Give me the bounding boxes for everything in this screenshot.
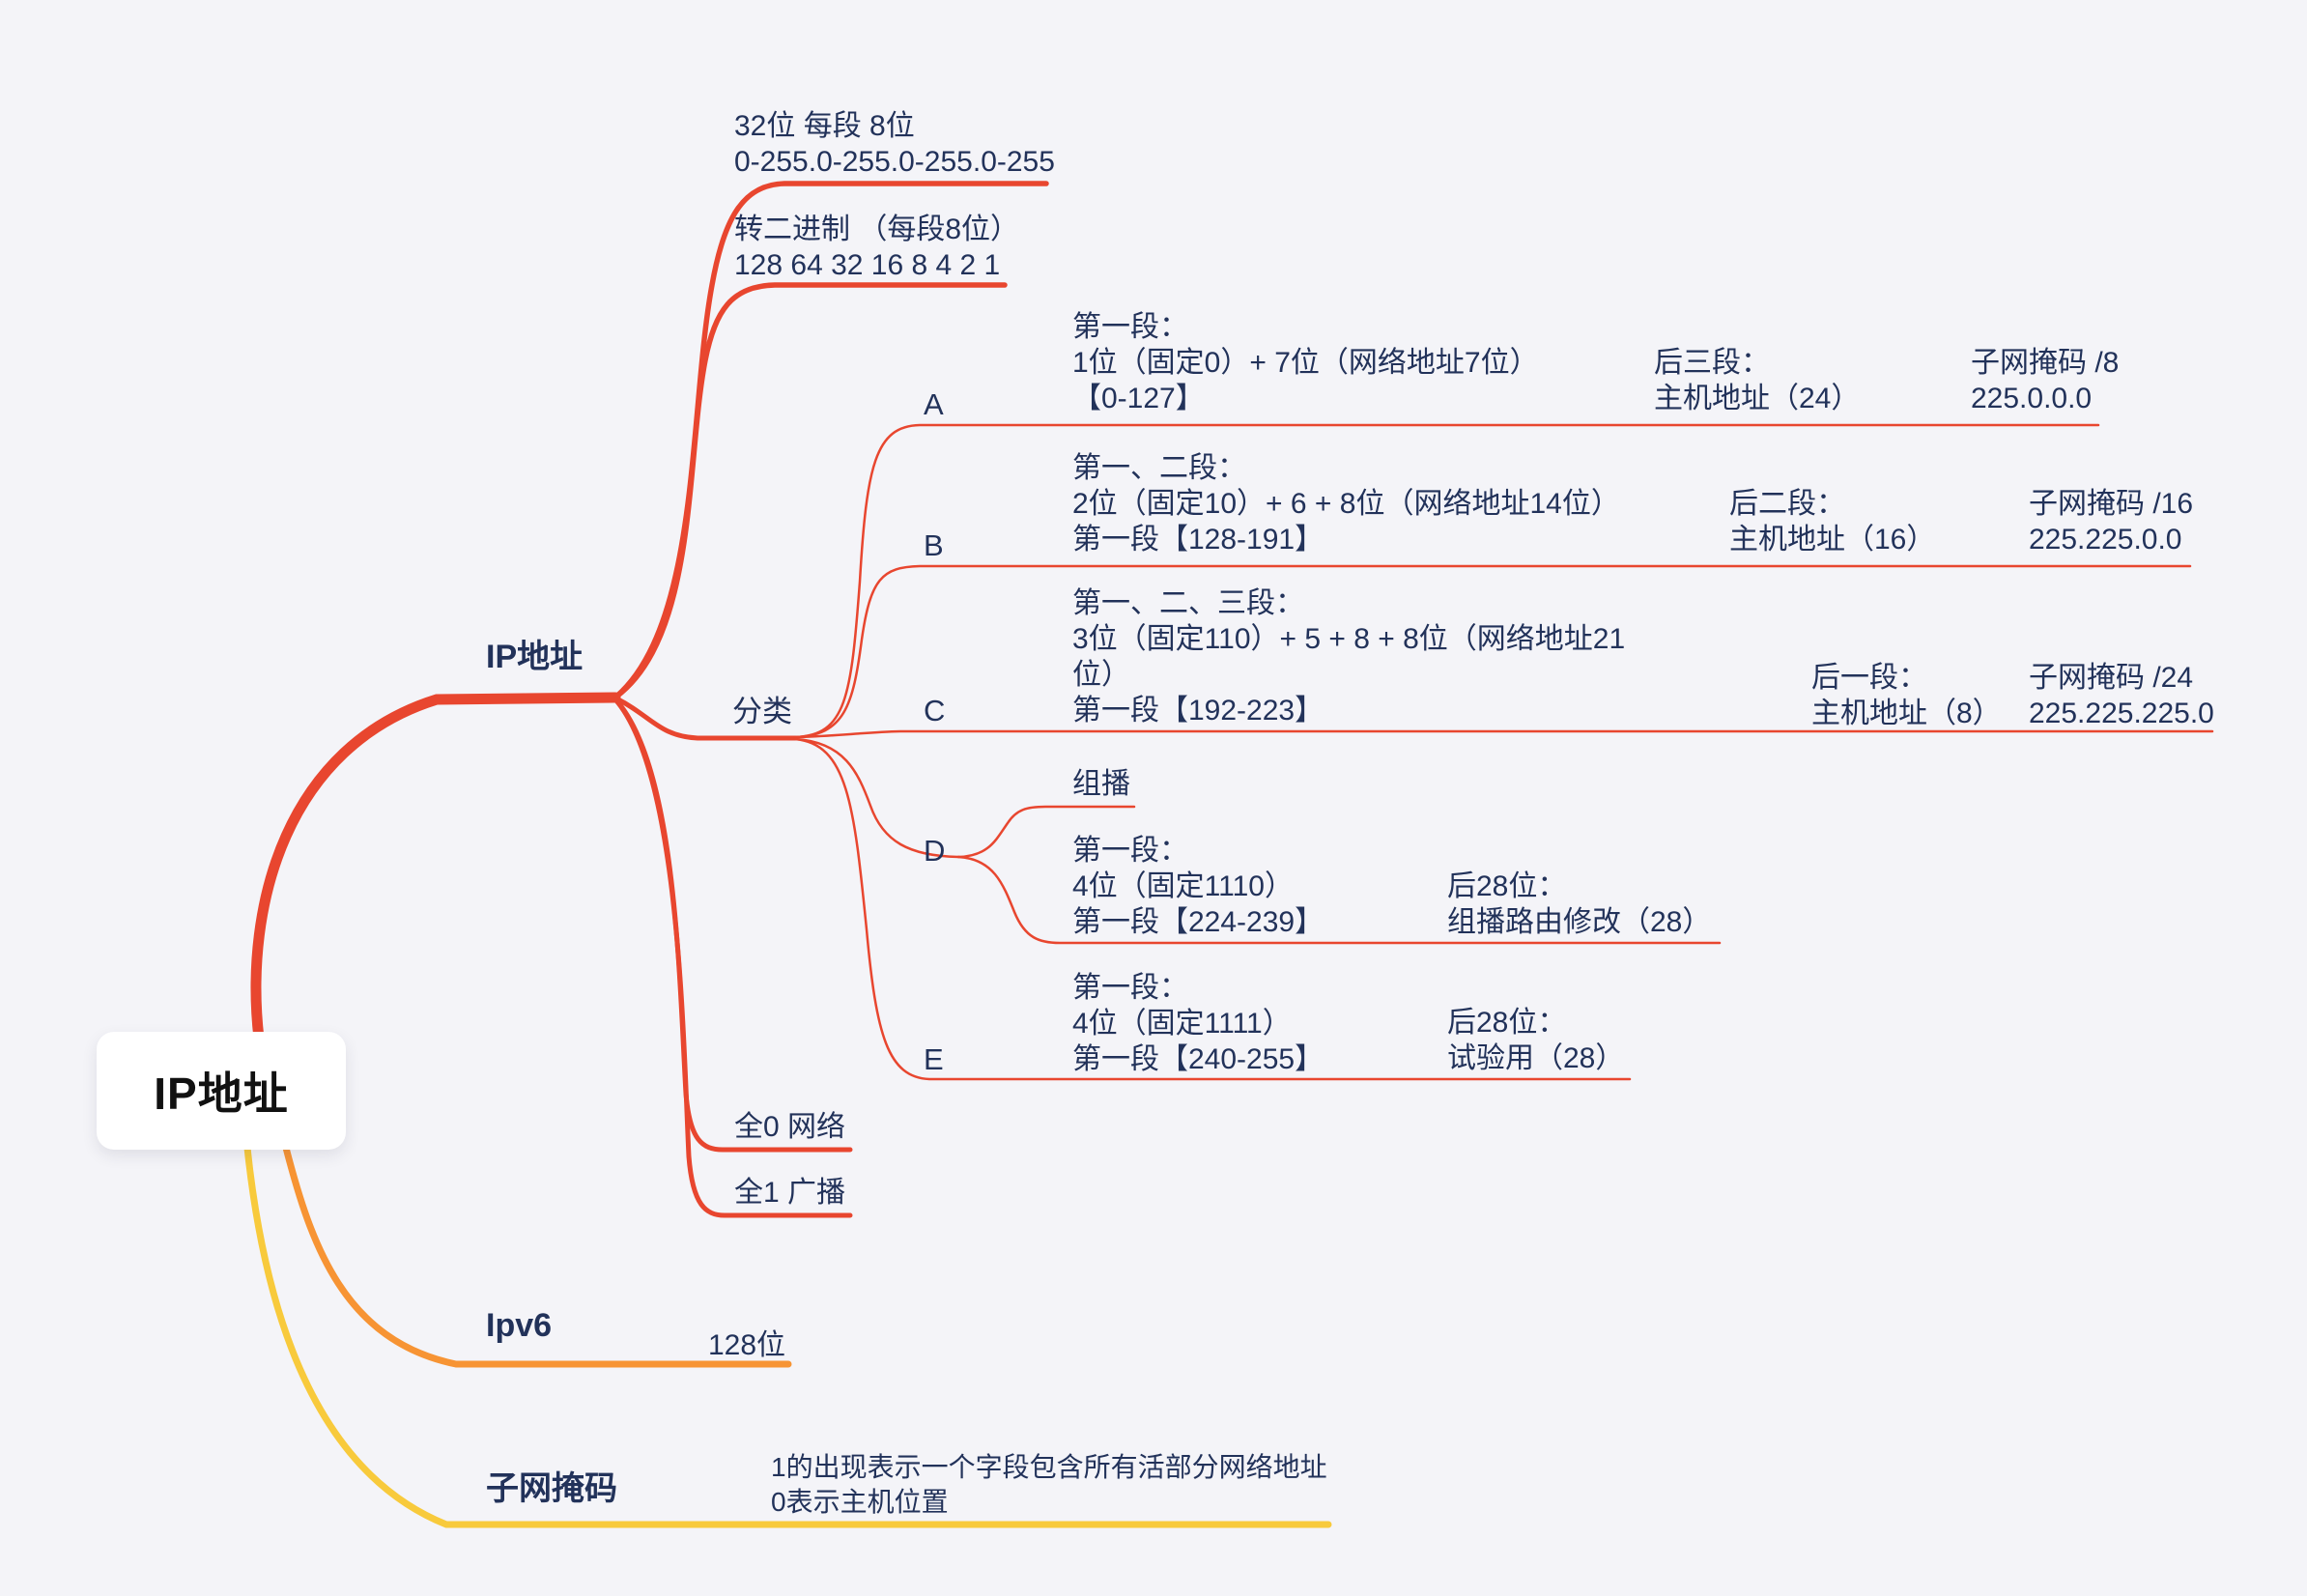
ip-branch-label: IP地址: [486, 639, 584, 675]
node-class-b[interactable]: B: [924, 527, 944, 563]
branch-d-to-multicast: [956, 805, 1136, 859]
class-a-host-line1: 后三段：: [1654, 347, 1770, 379]
branch-classify-to-e: [793, 737, 1632, 1081]
class-b-line2: 2位（固定10）+ 6 + 8位（网络地址14位）: [1072, 488, 1620, 520]
class-d-host-line1: 后28位：: [1447, 870, 1567, 902]
class-e-host-line2: 试验用（28）: [1447, 1042, 1625, 1074]
class-b-line1: 第一、二段：: [1072, 452, 1246, 484]
class-c-key: C: [924, 694, 946, 727]
class-b-line3: 第一段【128-191】: [1072, 524, 1324, 556]
binary-line2: 128 64 32 16 8 4 2 1: [734, 249, 1001, 281]
branch-ip-to-bits: [613, 181, 1049, 699]
branch-ip-to-broadcast: [612, 697, 853, 1218]
class-a-host-line2: 主机地址（24）: [1654, 383, 1861, 414]
subnet-mask-desc-line1: 1的出现表示一个字段包含所有活部分网络地址: [771, 1452, 1327, 1482]
node-class-a-mask[interactable]: 子网掩码 /8 225.0.0.0: [1971, 345, 2119, 416]
broadcast-label: 全1 广播: [734, 1177, 846, 1209]
class-c-line1: 第一、二、三段：: [1072, 587, 1304, 619]
class-d-key: D: [924, 834, 946, 868]
node-class-c-host[interactable]: 后一段： 主机地址（8）: [1811, 660, 2002, 731]
class-a-mask-line2: 225.0.0.0: [1971, 383, 2093, 414]
zero-network-label: 全0 网络: [734, 1111, 846, 1143]
subnet-mask-label: 子网掩码: [486, 1470, 617, 1507]
node-broadcast[interactable]: 全1 广播: [734, 1175, 845, 1211]
class-b-mask-line2: 225.225.0.0: [2029, 524, 2182, 556]
node-classify[interactable]: 分类: [732, 694, 792, 729]
class-a-line3: 【0-127】: [1072, 383, 1205, 414]
class-b-key: B: [924, 528, 944, 562]
class-d-line3: 第一段【224-239】: [1072, 906, 1324, 938]
bits-line1: 32位 每段 8位: [734, 110, 915, 142]
node-class-d-host[interactable]: 后28位： 组播路由修改（28）: [1447, 869, 1711, 940]
node-class-a[interactable]: A: [924, 386, 944, 422]
node-class-b-host[interactable]: 后二段： 主机地址（16）: [1729, 486, 1935, 557]
branch-d-to-details: [956, 855, 1722, 945]
class-c-line4: 第一段【192-223】: [1072, 695, 1324, 727]
node-class-e-detail[interactable]: 第一段： 4位（固定1111） 第一段【240-255】: [1072, 970, 1324, 1077]
node-class-d-multicast[interactable]: 组播: [1072, 766, 1130, 802]
node-class-e-host[interactable]: 后28位： 试验用（28）: [1447, 1005, 1624, 1076]
node-subnet-mask-desc[interactable]: 1的出现表示一个字段包含所有活部分网络地址 0表示主机位置: [771, 1450, 1327, 1520]
branch-ip-to-binary: [613, 282, 1008, 699]
binary-line1: 转二进制 （每段8位）: [734, 214, 1020, 245]
class-c-mask-line2: 225.225.225.0: [2029, 698, 2214, 729]
class-e-line3: 第一段【240-255】: [1072, 1043, 1324, 1075]
branch-root-to-ipv6: [282, 1144, 792, 1368]
class-e-line1: 第一段：: [1072, 972, 1188, 1004]
class-c-line2: 3位（固定110）+ 5 + 8 + 8位（网络地址21: [1072, 623, 1626, 655]
class-a-mask-line1: 子网掩码 /8: [1971, 347, 2120, 379]
class-b-host-line1: 后二段：: [1729, 488, 1845, 520]
class-a-key: A: [924, 387, 944, 421]
classify-label: 分类: [732, 695, 792, 728]
branch-root-to-mask: [243, 1144, 1332, 1528]
node-class-a-host[interactable]: 后三段： 主机地址（24）: [1654, 345, 1860, 416]
class-c-mask-line1: 子网掩码 /24: [2029, 662, 2194, 694]
branch-classify-to-b: [793, 564, 2192, 739]
node-class-b-mask[interactable]: 子网掩码 /16 225.225.0.0: [2029, 486, 2193, 557]
node-class-b-detail[interactable]: 第一、二段： 2位（固定10）+ 6 + 8位（网络地址14位） 第一段【128…: [1072, 450, 1620, 557]
node-zero-network[interactable]: 全0 网络: [734, 1109, 845, 1145]
branch-ip-to-classify: [613, 696, 798, 741]
subnet-mask-desc-line2: 0表示主机位置: [771, 1487, 949, 1517]
node-class-c-detail[interactable]: 第一、二、三段： 3位（固定110）+ 5 + 8 + 8位（网络地址21 位）…: [1072, 585, 1625, 728]
branch-classify-to-a: [793, 423, 2100, 739]
node-class-d[interactable]: D: [924, 833, 945, 869]
node-class-a-detail[interactable]: 第一段： 1位（固定0）+ 7位（网络地址7位） 【0-127】: [1072, 309, 1539, 416]
node-class-d-detail[interactable]: 第一段： 4位（固定1110） 第一段【224-239】: [1072, 833, 1324, 940]
node-root[interactable]: IP地址: [97, 1032, 346, 1150]
node-subnet-mask[interactable]: 子网掩码: [486, 1469, 617, 1508]
class-e-line2: 4位（固定1111）: [1072, 1008, 1292, 1040]
node-class-c[interactable]: C: [924, 693, 945, 728]
class-c-host-line1: 后一段：: [1811, 662, 1927, 694]
class-c-host-line2: 主机地址（8）: [1811, 698, 2002, 729]
class-e-key: E: [924, 1042, 944, 1076]
class-e-host-line1: 后28位：: [1447, 1007, 1567, 1039]
node-ip-branch[interactable]: IP地址: [486, 638, 583, 676]
branch-classify-to-c: [793, 729, 2214, 739]
node-bits[interactable]: 32位 每段 8位 0-255.0-255.0-255.0-255: [734, 108, 1055, 180]
node-ipv6[interactable]: Ipv6: [486, 1306, 552, 1345]
class-b-mask-line1: 子网掩码 /16: [2029, 488, 2194, 520]
branch-root-to-ip: [250, 692, 621, 1044]
class-a-line2: 1位（固定0）+ 7位（网络地址7位）: [1072, 347, 1539, 379]
ipv6-label: Ipv6: [486, 1307, 553, 1344]
branch-classify-to-d: [793, 737, 960, 859]
class-d-host-line2: 组播路由修改（28）: [1447, 906, 1712, 938]
node-class-c-mask[interactable]: 子网掩码 /24 225.225.225.0: [2029, 660, 2214, 731]
node-binary[interactable]: 转二进制 （每段8位） 128 64 32 16 8 4 2 1: [734, 212, 1019, 283]
class-d-line2: 4位（固定1110）: [1072, 870, 1294, 902]
node-ipv6-bits[interactable]: 128位: [708, 1327, 785, 1363]
root-label: IP地址: [154, 1069, 289, 1119]
node-class-e[interactable]: E: [924, 1041, 944, 1077]
class-d-line1: 第一段：: [1072, 835, 1188, 867]
class-c-line3: 位）: [1072, 659, 1130, 691]
ipv6-bits-label: 128位: [708, 1329, 786, 1361]
class-a-line1: 第一段：: [1072, 311, 1188, 343]
class-d-multicast-label: 组播: [1072, 768, 1130, 800]
bits-line2: 0-255.0-255.0-255.0-255: [734, 146, 1055, 178]
class-b-host-line2: 主机地址（16）: [1729, 524, 1936, 556]
